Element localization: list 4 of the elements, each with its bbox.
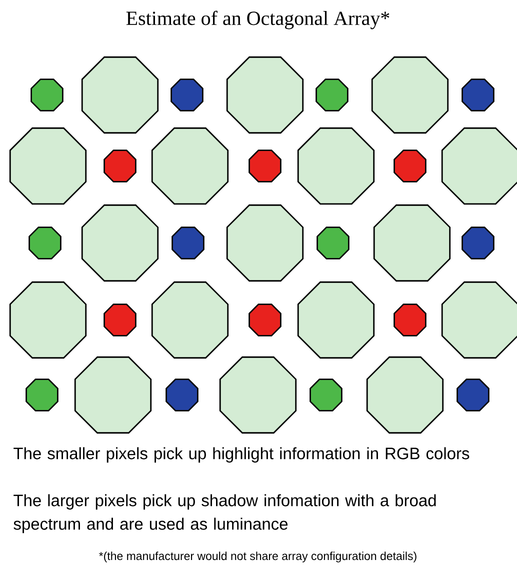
note-text: The larger pixels pick up shadow infomation with a broad spectrum and are used as luminance: [14, 494, 436, 534]
title: Estimate of an Octagonal Array*: [126, 10, 390, 30]
footnote: *(the manufacturer would not share array configuration details): [99, 552, 416, 562]
note-text: The smaller pixels pick up highlight information in RGB colors: [14, 447, 470, 463]
